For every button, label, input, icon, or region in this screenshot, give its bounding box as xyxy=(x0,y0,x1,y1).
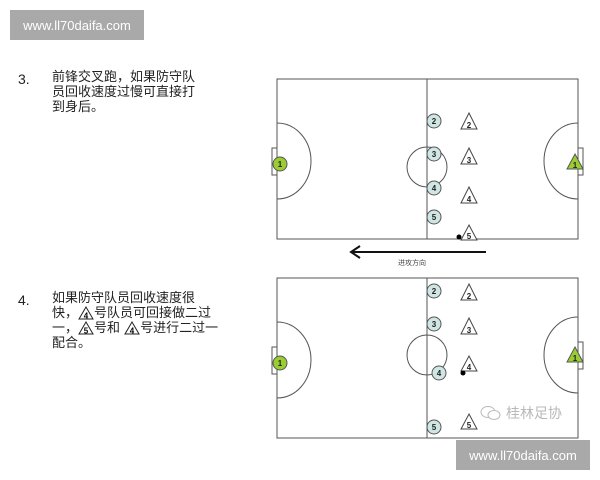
svg-text:4: 4 xyxy=(467,195,472,204)
attackers-diagram-4: 2 3 4 5 xyxy=(460,282,478,430)
site-watermark-top: www.ll70daifa.com xyxy=(10,10,144,40)
step-3-line-2: 员回收速度过慢可直接打 xyxy=(52,85,196,100)
svg-text:1: 1 xyxy=(573,354,578,363)
attacker-marker: 2 xyxy=(460,111,478,130)
svg-text:1: 1 xyxy=(278,359,283,368)
svg-text:1: 1 xyxy=(278,160,283,169)
svg-text:4: 4 xyxy=(130,327,135,336)
attacker-marker: 5 xyxy=(460,223,478,241)
step-3-text: 前锋交叉跑，如果防守队 员回收速度过慢可直接打 到身后。 xyxy=(52,70,227,115)
wechat-watermark: 桂林足协 xyxy=(480,403,562,423)
step-4-line-4: 配合。 xyxy=(52,336,92,351)
defender-marker: 5 xyxy=(426,209,442,225)
goalkeeper-left: 1 xyxy=(272,355,288,371)
attacker-marker: 3 xyxy=(460,146,478,165)
step-3-line-3: 到身后。 xyxy=(52,100,105,115)
svg-text:5: 5 xyxy=(467,421,472,430)
site-watermark-bottom: www.ll70daifa.com xyxy=(456,440,590,470)
left-penalty-arc xyxy=(276,122,312,200)
right-penalty-arc xyxy=(543,316,579,394)
svg-text:5: 5 xyxy=(84,327,89,336)
right-penalty-arc xyxy=(543,122,579,200)
defender-marker: 3 xyxy=(426,316,442,332)
svg-text:4: 4 xyxy=(84,312,89,321)
svg-text:2: 2 xyxy=(467,121,472,130)
step-3-line-1: 前锋交叉跑，如果防守队 xyxy=(52,70,196,85)
svg-text:5: 5 xyxy=(432,213,437,222)
step-4-number: 4. xyxy=(18,292,30,308)
attackers-diagram-3: 2 3 4 5 xyxy=(460,111,478,241)
defender-marker: 2 xyxy=(426,113,442,129)
svg-text:2: 2 xyxy=(432,117,437,126)
svg-text:3: 3 xyxy=(467,156,472,165)
attacker-marker: 5 xyxy=(460,412,478,430)
attack-direction-label: 进攻方向 xyxy=(398,259,426,267)
svg-text:5: 5 xyxy=(467,232,472,241)
left-penalty-arc xyxy=(276,321,312,399)
attacker-triangle-icon: 4 xyxy=(78,306,94,320)
step-4-line-1: 如果防守队员回收速度很 xyxy=(52,291,196,306)
svg-text:2: 2 xyxy=(432,287,437,296)
ball-icon xyxy=(456,234,462,240)
svg-text:4: 4 xyxy=(437,369,442,378)
defender-marker: 2 xyxy=(426,283,442,299)
attack-direction-arrow xyxy=(349,245,486,259)
svg-text:5: 5 xyxy=(432,423,437,432)
defenders-diagram-3: 2 3 4 5 xyxy=(426,113,442,225)
attacker-marker: 3 xyxy=(460,316,478,335)
svg-text:3: 3 xyxy=(467,326,472,335)
svg-text:4: 4 xyxy=(432,184,437,193)
attacker-marker: 4 xyxy=(460,185,478,204)
attacker-marker: 4 xyxy=(460,354,478,372)
defender-marker: 4 xyxy=(426,180,442,196)
attacker-marker: 2 xyxy=(460,282,478,301)
wechat-icon xyxy=(480,406,501,420)
ball-icon xyxy=(460,370,466,376)
svg-text:1: 1 xyxy=(573,161,578,170)
center-circle xyxy=(406,334,448,376)
goalkeeper-right: 1 xyxy=(566,152,584,170)
goalkeeper-left: 1 xyxy=(272,156,288,172)
step-3-number: 3. xyxy=(18,71,30,87)
svg-text:2: 2 xyxy=(467,292,472,301)
defender-marker: 3 xyxy=(426,146,442,162)
svg-text:3: 3 xyxy=(432,150,437,159)
defender-marker: 4 xyxy=(431,365,447,381)
defenders-diagram-4: 2 3 4 5 xyxy=(426,283,447,435)
svg-text:4: 4 xyxy=(467,363,472,372)
defender-marker: 5 xyxy=(426,419,442,435)
goalkeeper-right: 1 xyxy=(566,345,584,363)
svg-text:3: 3 xyxy=(432,320,437,329)
attacker-triangle-icon: 5 xyxy=(78,321,94,335)
attacker-triangle-icon: 4 xyxy=(124,321,141,336)
